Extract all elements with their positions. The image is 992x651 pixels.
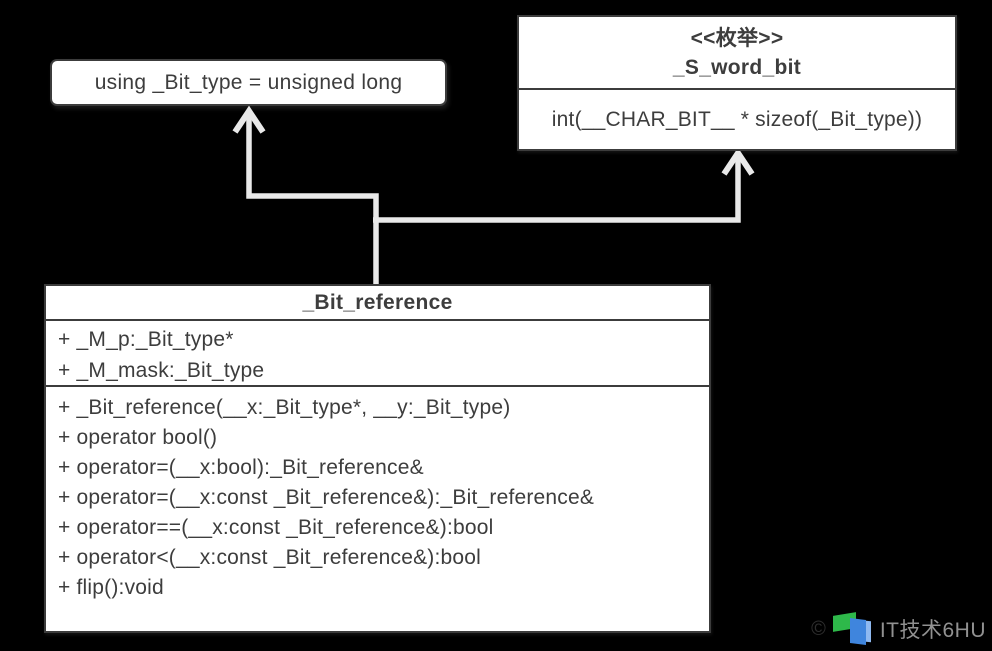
method-row: + operator==(__x:const _Bit_reference&):… [58, 516, 494, 539]
note-text: using _Bit_type = unsigned long [94, 70, 403, 94]
class-attributes-section: + _M_p:_Bit_type* + _M_mask:_Bit_type [46, 321, 709, 387]
generalization-line-to-note [246, 113, 379, 286]
enum-stereotype: <<枚举>> [690, 26, 784, 50]
watermark-text: IT技术6HU [879, 618, 986, 642]
copyright-icon: © [811, 617, 826, 640]
watermark: © IT技术6HU [811, 611, 986, 646]
method-row: + operator bool() [58, 426, 218, 449]
note-using-bit-type: using _Bit_type = unsigned long [50, 59, 447, 106]
arrowhead-up-right-icon [721, 147, 755, 176]
arrowhead-up-left-icon [232, 105, 266, 134]
enum-header: <<枚举>> _S_word_bit [519, 17, 955, 90]
class-bit-reference: _Bit_reference + _M_p:_Bit_type* + _M_ma… [44, 284, 711, 633]
enum-value: int(__CHAR_BIT__ * sizeof(_Bit_type)) [551, 107, 923, 131]
method-row: + operator=(__x:bool):_Bit_reference& [58, 456, 424, 479]
enum-body: int(__CHAR_BIT__ * sizeof(_Bit_type)) [519, 90, 955, 149]
attribute-row: + _M_p:_Bit_type* [58, 328, 234, 351]
attribute-row: + _M_mask:_Bit_type [58, 359, 265, 382]
logo-light-shape [865, 620, 871, 643]
method-row: + _Bit_reference(__x:_Bit_type*, __y:_Bi… [58, 396, 511, 419]
method-row: + operator=(__x:const _Bit_reference&):_… [58, 486, 595, 509]
class-methods-section: + _Bit_reference(__x:_Bit_type*, __y:_Bi… [46, 387, 709, 631]
method-row: + flip():void [58, 576, 164, 599]
enum-s-word-bit: <<枚举>> _S_word_bit int(__CHAR_BIT__ * si… [517, 15, 957, 151]
enum-name: _S_word_bit [672, 55, 802, 79]
site-logo-icon [832, 611, 873, 646]
generalization-line-to-enum [373, 155, 741, 223]
logo-blue-shape [849, 618, 866, 645]
method-row: + operator<(__x:const _Bit_reference&):b… [58, 546, 482, 569]
class-name: _Bit_reference [46, 286, 709, 321]
